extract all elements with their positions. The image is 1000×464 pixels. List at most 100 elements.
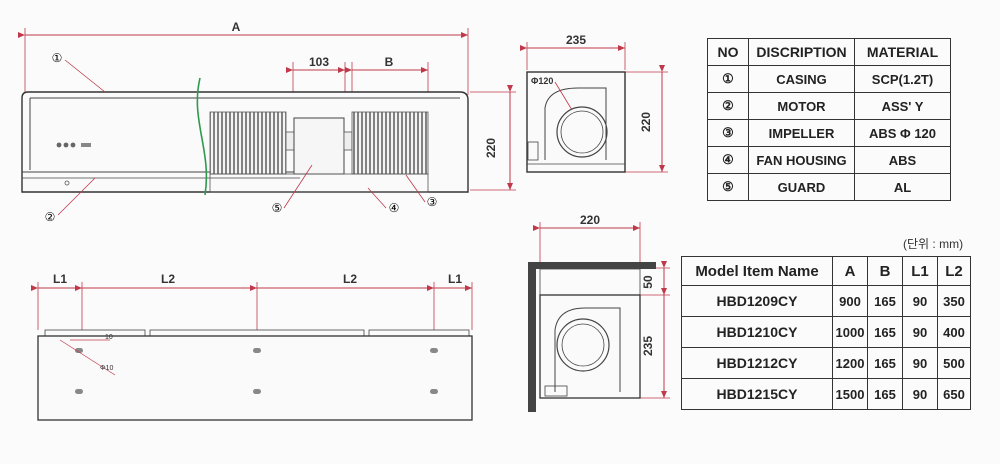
cell-a: 1000 <box>832 316 868 348</box>
bottom-view: L1 L2 L2 L1 10 Φ10 <box>31 272 473 421</box>
phi120-label: Φ120 <box>531 76 553 86</box>
cell-l2: 350 <box>937 285 971 317</box>
table-row: ② MOTOR ASS' Y <box>707 92 951 120</box>
callout-5: ⑤ <box>272 201 283 215</box>
header-no: NO <box>707 38 749 66</box>
mount-hole <box>253 389 261 394</box>
mounted-side-view: 220 50 235 <box>528 213 670 412</box>
cell-b: 165 <box>867 347 903 379</box>
cell-b: 165 <box>867 378 903 410</box>
cell-model: HBD1209CY <box>681 285 833 317</box>
table-row: ① CASING SCP(1.2T) <box>707 65 951 93</box>
dim-220-bottom-label: 220 <box>580 213 600 227</box>
cell-l2: 400 <box>937 316 971 348</box>
cell-description: MOTOR <box>748 92 855 120</box>
dim-103-label: 103 <box>309 55 329 69</box>
ceiling-slab <box>528 262 656 269</box>
table-row: ③ IMPELLER ABS Φ 120 <box>707 119 951 147</box>
callout-1: ① <box>52 51 63 65</box>
dim-235-bottom-label: 235 <box>641 336 655 356</box>
cell-a: 1200 <box>832 347 868 379</box>
impeller-circle-mounted <box>556 318 610 372</box>
green-accent-line <box>196 77 208 196</box>
cell-a: 900 <box>832 285 868 317</box>
header-l1: L1 <box>902 256 938 286</box>
hole-10-label: 10 <box>105 334 113 341</box>
cell-no: ③ <box>707 119 749 147</box>
dim-235-side-label: 235 <box>566 33 586 47</box>
indicator-light <box>70 142 76 148</box>
callout-2: ② <box>45 210 56 224</box>
dim-l2-left: L2 <box>161 272 175 286</box>
unit-note: (단위 : mm) <box>903 237 964 251</box>
mount-hole <box>430 348 438 353</box>
dim-50-label: 50 <box>641 275 655 289</box>
cell-no: ① <box>707 65 749 93</box>
side-view: 235 220 Φ120 <box>520 33 668 173</box>
material-table: NO DISCRIPTION MATERIAL ① CASING SCP(1.2… <box>707 38 951 201</box>
table-row: ④ FAN HOUSING ABS <box>707 146 951 174</box>
dim-220-front-label: 220 <box>484 138 498 158</box>
table-row: HBD1215CY 1500 165 90 650 <box>681 378 971 410</box>
cell-model: HBD1215CY <box>681 378 833 410</box>
motor <box>293 117 345 175</box>
cell-description: IMPELLER <box>748 119 855 147</box>
cell-description: CASING <box>748 65 855 93</box>
dim-a-label: A <box>232 20 241 34</box>
header-a: A <box>832 256 868 286</box>
right-fan-grille <box>351 111 429 175</box>
cell-material: ASS' Y <box>854 92 951 120</box>
cell-description: FAN HOUSING <box>748 146 855 174</box>
cell-l1: 90 <box>902 316 938 348</box>
header-material: MATERIAL <box>854 38 951 66</box>
cell-a: 1500 <box>832 378 868 410</box>
scroll-housing <box>544 87 607 160</box>
header-model: Model Item Name <box>681 256 833 286</box>
callout-3: ③ <box>427 195 438 209</box>
mount-hole <box>75 348 83 353</box>
cell-description: GUARD <box>748 173 855 201</box>
cell-material: SCP(1.2T) <box>854 65 951 93</box>
dim-l2-right: L2 <box>343 272 357 286</box>
mount-hole <box>253 348 261 353</box>
cell-no: ④ <box>707 146 749 174</box>
table-header-row: NO DISCRIPTION MATERIAL <box>707 38 951 66</box>
indicator-light <box>56 142 62 148</box>
cell-model: HBD1212CY <box>681 347 833 379</box>
header-b: B <box>867 256 903 286</box>
hole-phi10-label: Φ10 <box>100 365 113 372</box>
cell-no: ② <box>707 92 749 120</box>
cell-material: ABS Φ 120 <box>854 119 951 147</box>
cell-material: ABS <box>854 146 951 174</box>
indicator-light <box>63 142 69 148</box>
model-table: Model Item Name A B L1 L2 HBD1209CY 900 … <box>681 256 971 410</box>
dim-l1-right: L1 <box>448 272 462 286</box>
header-l2: L2 <box>937 256 971 286</box>
impeller-circle <box>556 106 608 158</box>
left-fan-grille <box>209 111 287 175</box>
cell-l1: 90 <box>902 347 938 379</box>
cell-l1: 90 <box>902 378 938 410</box>
dim-l1-left: L1 <box>53 272 67 286</box>
cell-l2: 650 <box>937 378 971 410</box>
front-view: A 103 B 220 <box>18 20 516 224</box>
table-row: HBD1210CY 1000 165 90 400 <box>681 316 971 348</box>
table-row: HBD1209CY 900 165 90 350 <box>681 285 971 317</box>
table-row: HBD1212CY 1200 165 90 500 <box>681 347 971 379</box>
dim-220-side-label: 220 <box>639 112 653 132</box>
table-header-row: Model Item Name A B L1 L2 <box>681 256 971 286</box>
callout-4: ④ <box>389 201 400 215</box>
cell-b: 165 <box>867 316 903 348</box>
dim-b-label: B <box>385 55 394 69</box>
cell-no: ⑤ <box>707 173 749 201</box>
wall-slab <box>528 262 536 412</box>
cell-model: HBD1210CY <box>681 316 833 348</box>
control-button <box>81 143 91 147</box>
cell-l2: 500 <box>937 347 971 379</box>
cell-b: 165 <box>867 285 903 317</box>
side-casing <box>526 71 626 173</box>
table-row: ⑤ GUARD AL <box>707 173 951 201</box>
cell-material: AL <box>854 173 951 201</box>
cell-l1: 90 <box>902 285 938 317</box>
